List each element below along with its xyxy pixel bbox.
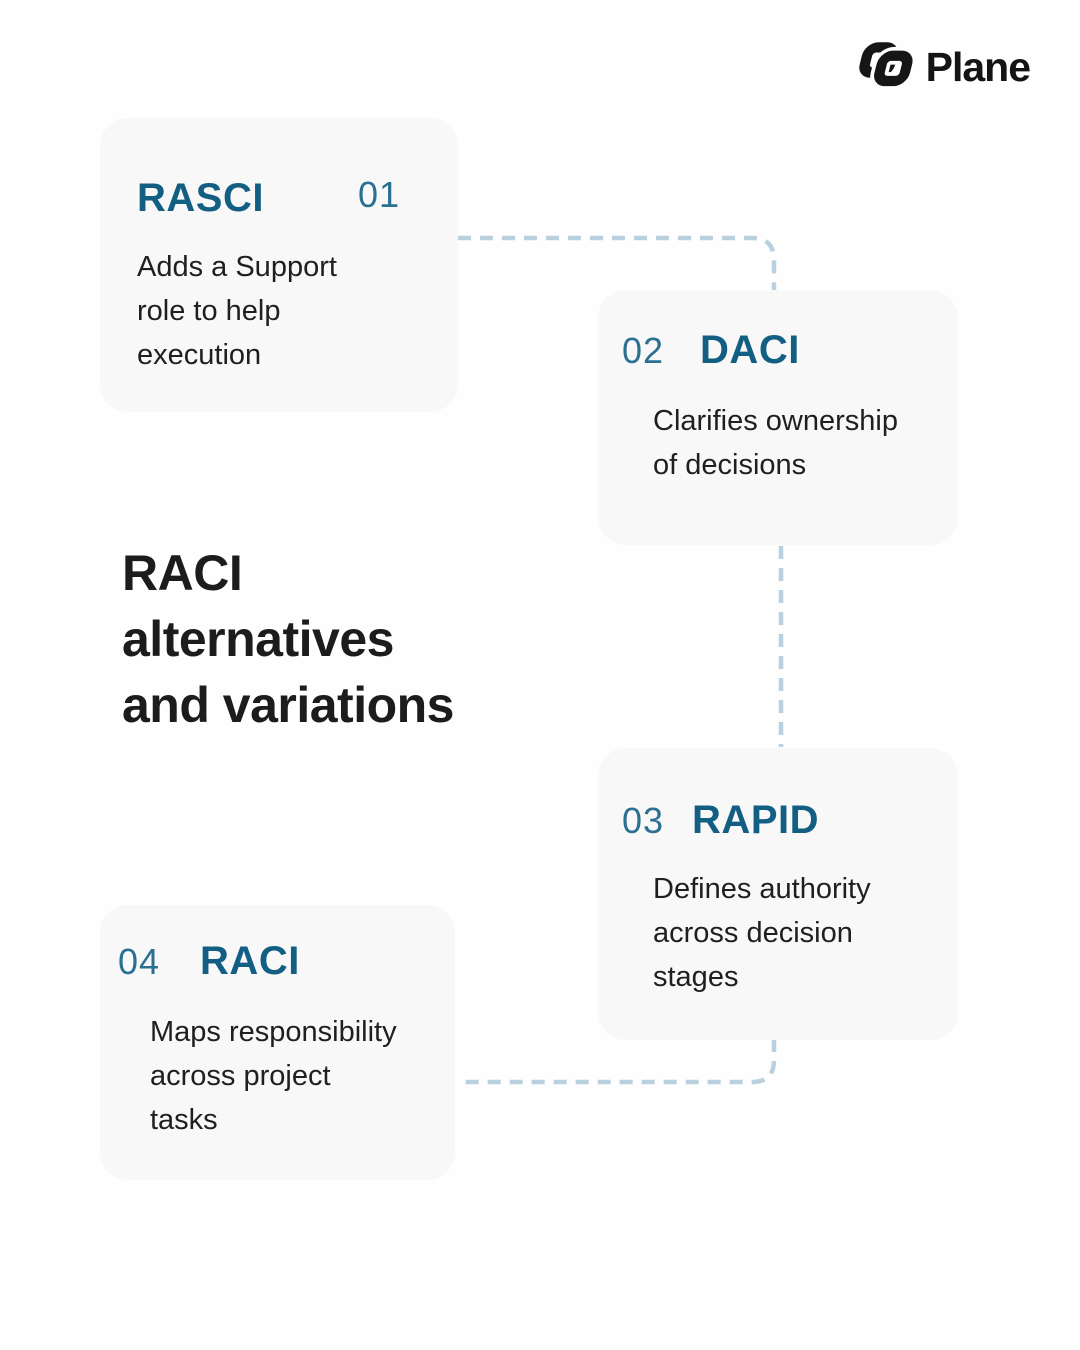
card-daci-description: Clarifies ownership of decisions — [653, 405, 898, 481]
card-raci-description: Maps responsibility across project tasks — [150, 1016, 397, 1136]
card-daci: 02 DACI Clarifies ownership of decisions — [598, 290, 958, 545]
card-rapid-description: Defines authority across decision stages — [653, 873, 871, 993]
brand-logo: Plane — [856, 42, 1031, 92]
card-rapid-name: RAPID — [692, 798, 819, 842]
card-rapid-header: 03 RAPID — [622, 798, 930, 843]
card-rasci-header: RASCI 01 — [137, 174, 420, 221]
card-raci-header: 04 RACI — [118, 939, 427, 984]
plane-logo-icon — [858, 42, 914, 90]
card-rasci-description: Adds a Support role to help execution — [137, 251, 337, 371]
card-raci-name: RACI — [200, 939, 300, 983]
card-rasci: RASCI 01 Adds a Support role to help exe… — [100, 118, 458, 412]
page-title: RACI alternatives and variations — [122, 545, 455, 733]
card-daci-name: DACI — [700, 328, 800, 372]
brand-name: Plane — [925, 43, 1031, 90]
card-raci: 04 RACI Maps responsibility across proje… — [100, 905, 455, 1180]
card-rasci-name: RASCI — [137, 176, 264, 220]
card-raci-number: 04 — [118, 941, 161, 982]
card-daci-number: 02 — [622, 330, 665, 371]
connector-rasci-to-daci — [458, 235, 777, 291]
connector-rapid-to-raci — [457, 1039, 777, 1085]
card-daci-header: 02 DACI — [622, 328, 930, 373]
card-rapid: 03 RAPID Defines authority across decisi… — [598, 748, 958, 1040]
card-rapid-number: 03 — [622, 800, 665, 841]
card-rasci-number: 01 — [357, 174, 400, 215]
